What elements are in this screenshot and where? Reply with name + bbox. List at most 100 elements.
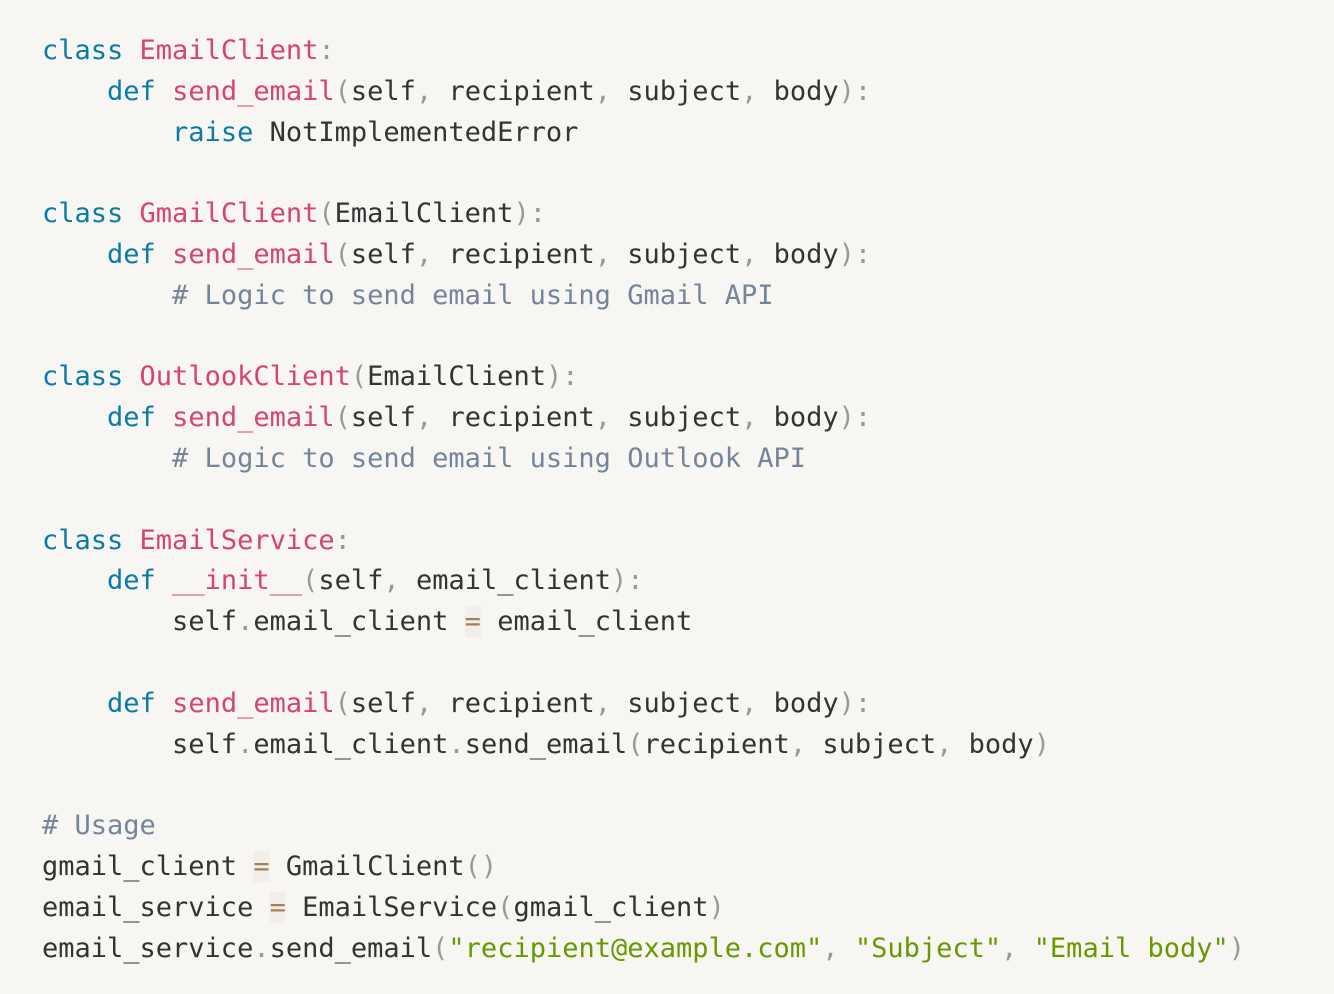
code-line: def send_email(self, recipient, subject,…	[42, 398, 1312, 439]
code-token-code-text: subject	[611, 402, 742, 434]
code-token-punctuation: ,	[822, 932, 839, 964]
code-token-code-text: send_email	[269, 932, 433, 964]
code-token-code-text: subject	[611, 75, 742, 107]
code-token-punctuation: )	[708, 891, 725, 923]
code-line: class OutlookClient(EmailClient):	[42, 357, 1312, 398]
code-token-code-text	[42, 239, 107, 270]
code-token-code-text: EmailClient	[367, 361, 546, 393]
code-token-punctuation: )	[1033, 728, 1050, 760]
code-token-code-text: body	[757, 402, 839, 434]
code-token-code-text: NotImplementedError	[253, 116, 579, 148]
code-line: class EmailService:	[42, 521, 1312, 562]
code-token-code-text	[156, 76, 172, 107]
code-line: self.email_client = email_client	[42, 602, 1312, 643]
code-line	[42, 480, 1312, 521]
code-token-punctuation: ,	[789, 728, 807, 760]
code-token-keyword: def	[107, 687, 156, 719]
code-block: class EmailClient: def send_email(self, …	[42, 31, 1312, 969]
code-token-identifier: EmailClient	[139, 35, 319, 66]
code-line: email_service.send_email("recipient@exam…	[42, 929, 1312, 970]
code-token-punctuation: (	[318, 198, 335, 230]
code-token-comment: # Logic to send email using Gmail API	[172, 279, 774, 311]
code-token-code-text	[1017, 933, 1033, 964]
code-token-keyword: def	[107, 238, 156, 270]
code-token-code-text: self	[350, 238, 416, 270]
code-token-punctuation: :	[318, 35, 335, 66]
code-token-string-literal: "recipient@example.com"	[448, 932, 823, 964]
code-token-punctuation: ):	[545, 361, 579, 393]
code-token-identifier: EmailService	[139, 524, 335, 556]
code-token-punctuation: ):	[838, 238, 872, 270]
code-token-code-text	[42, 280, 172, 311]
code-token-identifier: send_email	[172, 75, 335, 107]
code-line: def send_email(self, recipient, subject,…	[42, 235, 1312, 276]
code-token-punctuation: ):	[838, 402, 872, 434]
code-line: def __init__(self, email_client):	[42, 561, 1312, 602]
code-token-code-text: subject	[611, 687, 742, 719]
code-token-punctuation: )	[1228, 932, 1246, 964]
code-token-punctuation: ,	[415, 75, 433, 107]
code-token-punctuation: .	[448, 728, 465, 760]
code-token-punctuation: (	[432, 932, 449, 964]
code-token-punctuation: .	[237, 606, 254, 638]
code-token-code-text: email_client	[399, 565, 612, 597]
code-token-comment: # Usage	[42, 810, 156, 842]
code-line: raise NotImplementedError	[42, 113, 1312, 154]
code-token-code-text: email_service	[42, 891, 270, 923]
code-token-code-text	[156, 565, 172, 596]
code-line: email_service = EmailService(gmail_clien…	[42, 888, 1312, 929]
code-token-code-text: body	[757, 238, 839, 270]
code-token-code-text: email_client	[480, 606, 693, 638]
code-token-code-text: EmailClient	[334, 198, 514, 230]
code-token-code-text: recipient	[643, 728, 790, 760]
code-token-keyword: class	[42, 198, 124, 230]
code-token-punctuation: ):	[513, 198, 546, 230]
code-token-punctuation: ()	[464, 850, 498, 882]
code-token-punctuation: .	[237, 728, 254, 760]
code-token-operator: =	[253, 850, 270, 882]
code-token-code-text: recipient	[432, 238, 595, 270]
code-token-punctuation: (	[497, 891, 514, 923]
code-token-punctuation: ,	[594, 402, 612, 434]
code-token-code-text: self	[350, 402, 416, 434]
code-token-code-text: gmail_client	[513, 891, 709, 923]
code-token-keyword: def	[107, 565, 156, 597]
code-token-code-text: recipient	[432, 75, 595, 107]
code-token-punctuation: (	[334, 687, 351, 719]
code-line: class EmailClient:	[42, 31, 1312, 72]
code-token-punctuation: ,	[415, 402, 433, 434]
code-token-comment: # Logic to send email using Outlook API	[172, 442, 807, 474]
code-token-code-text: EmailService	[285, 891, 498, 923]
code-token-code-text: email_service	[42, 932, 254, 964]
code-token-code-text: body	[757, 687, 839, 719]
code-token-code-text	[156, 402, 172, 433]
code-token-identifier: send_email	[172, 238, 335, 270]
code-token-code-text: self	[42, 728, 238, 760]
code-line: # Usage	[42, 806, 1312, 847]
code-token-punctuation: ,	[741, 687, 758, 719]
code-token-operator: =	[269, 891, 286, 923]
code-token-punctuation: ,	[741, 238, 758, 270]
code-line: # Logic to send email using Gmail API	[42, 276, 1312, 317]
code-token-punctuation: ,	[594, 687, 612, 719]
code-token-code-text: email_client	[253, 728, 449, 760]
code-token-operator: =	[464, 606, 481, 638]
code-token-code-text	[42, 117, 172, 148]
code-token-punctuation: ,	[741, 75, 758, 107]
code-line: def send_email(self, recipient, subject,…	[42, 72, 1312, 113]
code-token-punctuation: ,	[741, 402, 758, 434]
code-token-code-text	[156, 239, 172, 270]
code-line: # Logic to send email using Outlook API	[42, 439, 1312, 480]
code-token-code-text	[42, 443, 172, 474]
code-token-punctuation: ,	[594, 238, 612, 270]
code-token-identifier: send_email	[172, 687, 335, 719]
code-token-keyword: def	[107, 75, 156, 107]
code-token-punctuation: ):	[838, 75, 872, 107]
code-token-code-text	[42, 688, 107, 719]
code-token-code-text: recipient	[432, 687, 595, 719]
code-token-code-text: subject	[806, 728, 937, 760]
code-token-punctuation: (	[334, 238, 351, 270]
code-token-punctuation: (	[334, 75, 351, 107]
code-token-punctuation: ):	[838, 687, 872, 719]
code-token-string-literal: "Email body"	[1033, 932, 1229, 964]
